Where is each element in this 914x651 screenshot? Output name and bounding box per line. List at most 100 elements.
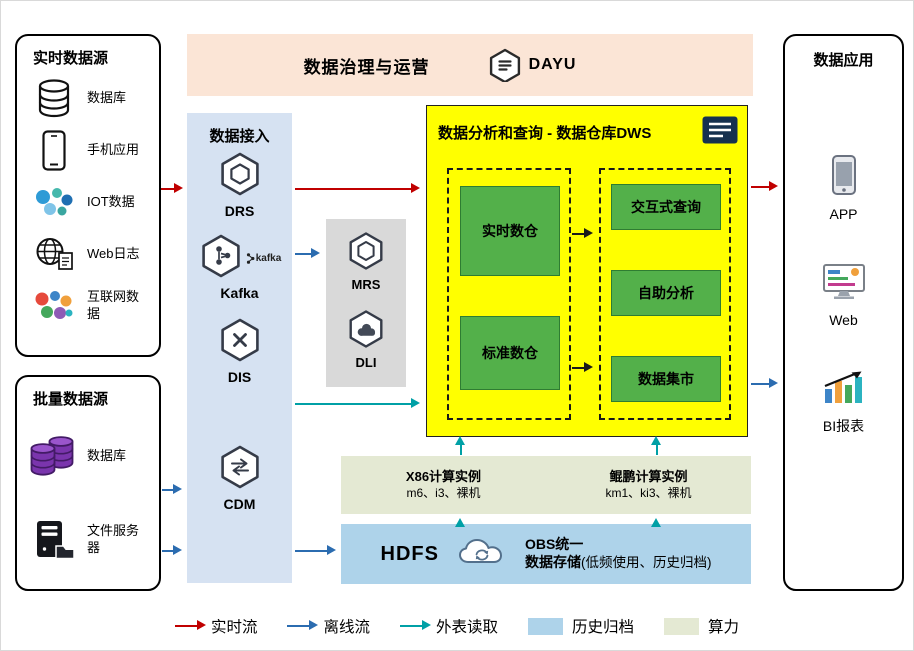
- web-monitor-icon: [821, 264, 867, 306]
- dws-interactive-query: 交互式查询: [611, 184, 721, 230]
- compute-group-subtitle: m6、i3、裸机: [406, 485, 481, 500]
- source-label: 手机应用: [87, 141, 140, 157]
- dli-icon: [346, 310, 386, 353]
- dws-analysis-group: 交互式查询 自助分析 数据集市: [599, 168, 731, 420]
- app-label: APP: [829, 206, 858, 222]
- dayu-logo-text: DAYU: [528, 56, 577, 73]
- obs-description: OBS统一 数据存储(低频使用、历史归档): [525, 536, 712, 572]
- arrow-realtime-warehouse-to-query: [572, 227, 593, 238]
- middleware-label: MRS: [351, 277, 381, 292]
- storage-box: HDFS OBS统一 数据存储(低频使用、历史归档): [341, 524, 751, 584]
- dws-warehouse-group: 实时数仓 标准数仓: [447, 168, 571, 420]
- banner-title: 数据治理与运营: [303, 57, 430, 77]
- file-server-icon: [30, 519, 78, 561]
- dws-realtime-warehouse: 实时数仓: [460, 186, 560, 276]
- ingest-item-kafka: kafka Kafka: [187, 233, 292, 301]
- ingest-label: CDM: [223, 496, 256, 512]
- legend-item-compute: 算力: [664, 615, 739, 637]
- legend-item-archive: 历史归档: [528, 615, 634, 637]
- arrow-hdfs-to-compute-right: [650, 518, 661, 527]
- data-apps-panel: 数据应用 APP: [783, 34, 904, 591]
- iot-icon: [30, 185, 78, 219]
- arrow-dws-to-apps-realtime: [751, 180, 778, 191]
- kafka-wordmark: kafka: [246, 252, 282, 265]
- dws-title: 数据分析和查询 - 数据仓库DWS: [438, 125, 652, 142]
- middleware-item-dli: DLI: [326, 309, 406, 370]
- legend-blue-arrow-icon: [287, 619, 319, 630]
- source-item-file-server: 文件服务器: [17, 501, 159, 579]
- batch-sources-title: 批量数据源: [33, 391, 109, 408]
- source-label: 数据库: [87, 89, 127, 105]
- middleware-label: DLI: [355, 355, 377, 370]
- arrow-cdm-to-hdfs: [295, 544, 336, 555]
- app-label: BI报表: [822, 418, 865, 434]
- arrow-ingest-to-dws-realtime: [295, 182, 420, 193]
- data-apps-title: 数据应用: [813, 52, 874, 69]
- obs-subtitle: 数据存储: [524, 554, 581, 570]
- mrs-icon: [346, 232, 386, 275]
- arrow-compute-to-dws-right: [650, 436, 661, 455]
- legend-red-arrow-icon: [174, 619, 206, 630]
- arrow-dws-to-apps-offline: [751, 377, 778, 388]
- arrow-kafka-to-mrs: [295, 247, 320, 258]
- legend-label: 算力: [708, 619, 740, 636]
- purple-database-icon: [30, 435, 78, 477]
- arrow-ingest-to-dws-external: [295, 397, 420, 408]
- arrow-compute-to-dws-left: [454, 436, 465, 455]
- source-item-iot-data: IOT数据: [17, 176, 159, 228]
- obs-note: (低频使用、历史归档): [580, 555, 712, 570]
- ingest-label: DRS: [224, 203, 255, 219]
- kafka-glyph-icon: [246, 253, 255, 264]
- source-label: 互联网数据: [87, 289, 140, 321]
- cdm-icon: [217, 445, 263, 494]
- obs-cloud-icon: [454, 534, 510, 575]
- middleware-box: MRS DLI: [326, 219, 406, 387]
- realtime-sources-panel: 实时数据源 数据库 手机应用: [15, 34, 161, 357]
- dws-header: 数据分析和查询 - 数据仓库DWS: [438, 115, 739, 150]
- phone-icon: [30, 129, 78, 171]
- dws-data-mart: 数据集市: [611, 356, 721, 402]
- dws-self-service-analysis: 自助分析: [611, 270, 721, 316]
- ingest-item-drs: DRS: [187, 151, 292, 219]
- kafka-wordmark-text: kafka: [255, 253, 282, 264]
- arrow-realtime-sources-to-ingest: [161, 182, 183, 193]
- compute-group-subtitle: km1、ki3、裸机: [605, 485, 692, 500]
- dayu-logo: DAYU: [488, 48, 577, 82]
- legend-teal-arrow-icon: [399, 619, 431, 630]
- legend-label: 外表读取: [435, 619, 498, 636]
- data-ingest-column: 数据接入 DRS: [187, 113, 292, 583]
- compute-group-x86: X86计算实例 m6、i3、裸机: [341, 469, 546, 501]
- app-item-bi-report: BI报表: [785, 368, 902, 436]
- legend-compute-swatch: [664, 617, 700, 635]
- arrow-standard-warehouse-to-mart: [572, 361, 593, 372]
- source-label: 文件服务器: [87, 523, 140, 555]
- source-label: 数据库: [87, 447, 127, 463]
- document-icon: [701, 115, 739, 150]
- arrow-batch-db-to-ingest: [162, 483, 182, 494]
- compute-group-kunpeng: 鲲鹏计算实例 km1、ki3、裸机: [546, 469, 751, 501]
- app-label: Web: [829, 312, 858, 328]
- legend-item-external: 外表读取: [399, 615, 498, 637]
- ingest-label: DIS: [227, 369, 252, 385]
- legend-archive-swatch: [528, 617, 563, 635]
- arrow-hdfs-to-compute-left: [454, 518, 465, 527]
- compute-group-title: X86计算实例: [405, 468, 482, 484]
- legend-item-realtime: 实时流: [174, 615, 257, 637]
- app-item-web: Web: [785, 262, 902, 328]
- app-phone-icon: [831, 155, 857, 200]
- kafka-icon: [198, 233, 244, 284]
- legend-item-offline: 离线流: [287, 615, 370, 637]
- bi-chart-icon: [820, 371, 868, 410]
- source-item-web-log: Web日志: [17, 228, 159, 280]
- source-label: Web日志: [87, 245, 140, 261]
- realtime-sources-title: 实时数据源: [33, 50, 109, 67]
- batch-sources-panel: 批量数据源 数据库: [15, 375, 161, 591]
- ingest-item-dis: DIS: [187, 317, 292, 385]
- obs-title: OBS统一: [524, 536, 584, 553]
- legend: 实时流 离线流 外表读取 历史归档 算力: [1, 615, 913, 637]
- dws-box: 数据分析和查询 - 数据仓库DWS 实时数仓 标准数仓 交互式查询 自助分析 数…: [426, 105, 748, 437]
- arrow-file-server-to-ingest: [162, 544, 182, 555]
- compute-group-title: 鲲鹏计算实例: [609, 468, 688, 484]
- source-item-mobile-app: 手机应用: [17, 124, 159, 176]
